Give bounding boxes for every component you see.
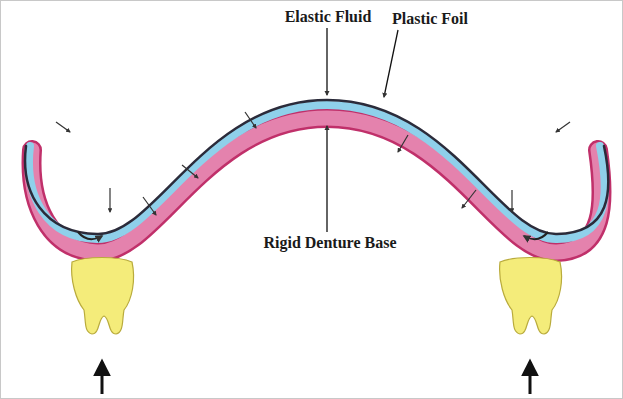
- part-label: Elastic Fluid: [283, 8, 374, 26]
- curved-arrow: [524, 232, 548, 239]
- curved-arrow: [78, 232, 102, 239]
- plastic-foil: [25, 100, 608, 234]
- leader-line: [326, 126, 327, 232]
- part-label: Rigid Denture Base: [261, 234, 398, 252]
- part-label: Plastic Foil: [390, 10, 470, 28]
- leader-line: [326, 28, 327, 95]
- force-arrow: [101, 362, 104, 394]
- force-arrow: [529, 362, 532, 394]
- leader-line: [384, 30, 398, 97]
- left-tooth: [72, 258, 134, 335]
- right-tooth: [500, 258, 562, 335]
- elastic-fluid-layer: [29, 105, 605, 239]
- pressure-arrows: [56, 112, 570, 215]
